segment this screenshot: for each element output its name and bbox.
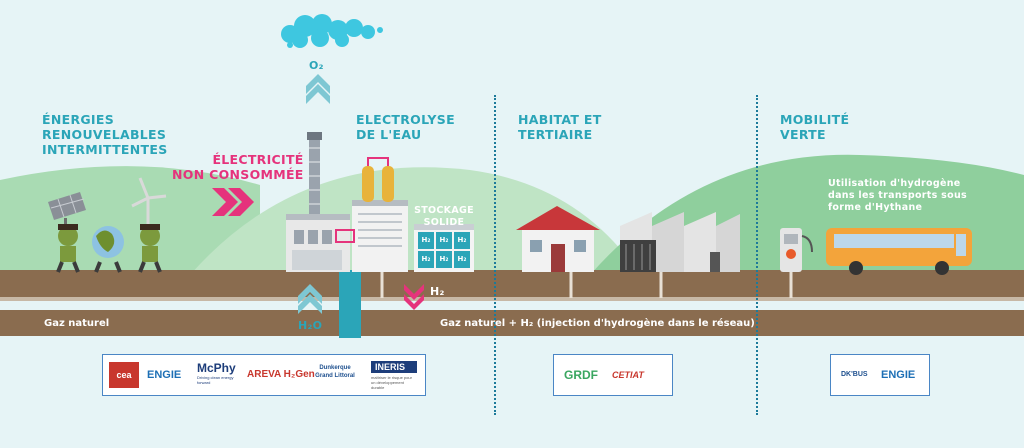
pipeline-left-text: Gaz naturel [44, 318, 110, 329]
partners-box-3: DK'BUS ENGIE [830, 354, 930, 396]
ground-line [0, 297, 1024, 301]
storage-cell: H₂ [436, 251, 452, 268]
mcphy-logo: McPhy Driving clean energy forward [197, 361, 236, 385]
bus [826, 228, 972, 275]
storage-cells: H₂ H₂ H₂ H₂ H₂ H₂ [418, 232, 474, 272]
character-left [56, 224, 80, 273]
h2o-label: H₂O [298, 319, 323, 332]
habitat-label: HABITAT ET TERTIAIRE [518, 112, 602, 142]
cetiat-logo: CETIAT [612, 370, 644, 380]
oxygen-cloud [281, 14, 383, 48]
storage-cell: H₂ [436, 232, 452, 249]
water-pipe [339, 270, 361, 338]
dunkerque-logo: Dunkerque Grand Littoral [315, 365, 355, 379]
o2-chevrons [306, 74, 330, 104]
divider-2 [756, 95, 758, 415]
engie-logo: ENGIE [147, 369, 182, 381]
mobility-note: Utilisation d'hydrogène dans les transpo… [828, 178, 967, 213]
h2-chevrons [404, 284, 424, 310]
storage-cell: H₂ [418, 232, 434, 249]
pipeline [0, 310, 1024, 336]
mobility-label: MOBILITÉ VERTE [780, 112, 850, 142]
areva-logo: AREVA H₂Gen [247, 369, 315, 380]
electricity-chevrons [212, 188, 254, 216]
renewables-label: ÉNERGIES RENOUVELABLES INTERMITTENTES [42, 112, 168, 157]
engie-logo-2: ENGIE [881, 369, 916, 381]
o2-label: O₂ [309, 59, 324, 72]
house [516, 206, 600, 272]
divider-1 [494, 95, 496, 415]
partners-box-2: GRDF CETIAT [553, 354, 673, 396]
electrolysis-label: ELECTROLYSE DE L'EAU [356, 112, 455, 142]
storage-cell: H₂ [418, 251, 434, 268]
grdf-logo: GRDF [564, 368, 598, 382]
partners-box-1: cea ENGIE McPhy Driving clean energy for… [102, 354, 426, 396]
pipeline-right-text: Gaz naturel + H₂ (injection d'hydrogène … [440, 318, 755, 329]
cea-logo: cea [109, 362, 139, 388]
fuel-pump [780, 228, 813, 272]
dkbus-logo: DK'BUS [841, 371, 868, 378]
storage-cell: H₂ [454, 251, 470, 268]
storage-cell: H₂ [454, 232, 470, 249]
electrolysis-plant [286, 132, 408, 272]
ineris-logo: INERIS maîtriser le risque pour un dével… [371, 361, 417, 390]
storage-label: STOCKAGE SOLIDE [414, 205, 474, 228]
riser-pipes [380, 270, 793, 298]
h2o-chevrons [298, 284, 322, 314]
h2-label: H₂ [430, 285, 445, 298]
ground-top [0, 270, 1024, 300]
electricity-label: ÉLECTRICITÉ NON CONSOMMÉE [172, 152, 304, 182]
globe [92, 226, 124, 273]
character-right [138, 224, 162, 273]
factories [620, 212, 740, 272]
